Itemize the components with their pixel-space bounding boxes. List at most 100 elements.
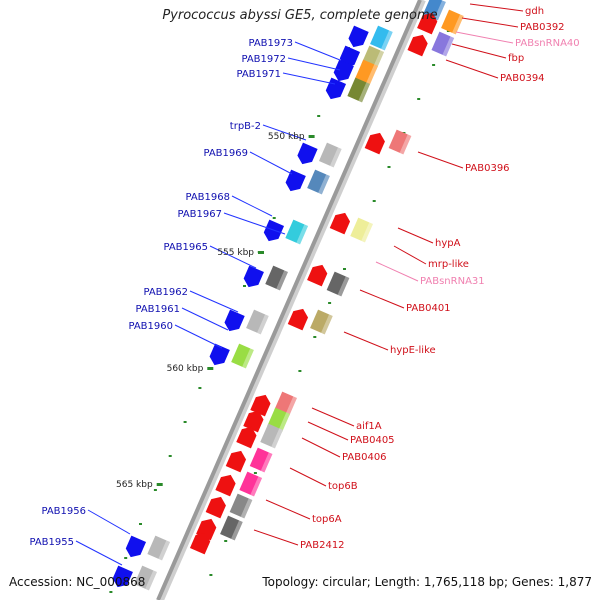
gene-minus-22-shape	[239, 471, 263, 497]
gene-minus-18-shape	[260, 423, 283, 449]
gene-label-pab1961: PAB1961	[135, 304, 180, 315]
gene-minus-17-shape	[236, 426, 257, 449]
backbone-shadow	[158, 0, 426, 600]
gene-minus-11	[287, 308, 309, 331]
tick-mark	[387, 166, 391, 168]
gene-plus-20	[147, 535, 171, 561]
gene-plus-16-shape	[246, 309, 269, 335]
gene-label-pab0392: PAB0392	[520, 22, 565, 33]
gene-minus-15	[243, 410, 264, 433]
gene-plus-10-highlight	[318, 174, 330, 195]
leader-line	[301, 437, 341, 458]
gene-plus-3	[339, 45, 361, 68]
leader-line	[262, 124, 307, 141]
leader-line	[223, 212, 286, 235]
leader-line	[469, 3, 524, 12]
gene-label-pab2412: PAB2412	[300, 540, 345, 551]
leader-line	[375, 261, 419, 282]
gene-minus-12-shape	[310, 309, 333, 335]
gene-minus-19	[225, 450, 247, 473]
gene-label-pab1956: PAB1956	[41, 506, 86, 517]
tick-mark	[343, 268, 346, 270]
genome-backbone	[156, 0, 422, 600]
gene-plus-0-highlight	[381, 30, 393, 51]
gene-plus-14-shape	[265, 265, 288, 291]
tick-mark	[124, 557, 128, 559]
gene-plus-22-highlight	[145, 570, 157, 591]
leader-line	[359, 289, 405, 309]
topology-summary: Topology: circular; Length: 1,765,118 bp…	[262, 575, 592, 589]
tick-mark	[183, 421, 187, 423]
gene-plus-16	[246, 309, 269, 335]
leader-line	[307, 421, 349, 441]
gene-label-pab1965: PAB1965	[163, 242, 208, 253]
gene-plus-20-highlight	[158, 540, 171, 561]
gene-plus-11	[285, 169, 306, 192]
gene-minus-12-highlight	[321, 314, 333, 335]
gene-plus-21-shape	[125, 535, 147, 558]
gene-label-pab1960: PAB1960	[128, 321, 173, 332]
gene-minus-26	[220, 515, 243, 541]
gene-plus-4-shape	[355, 59, 378, 85]
gene-minus-8	[350, 217, 373, 243]
genome-title: Pyrococcus abyssi GE5, complete genome	[162, 8, 438, 23]
gene-minus-18-highlight	[271, 428, 283, 449]
gene-plus-3-shape	[339, 45, 361, 68]
gene-minus-4-highlight	[442, 36, 455, 57]
tick-mark	[198, 387, 202, 389]
gene-plus-4	[355, 59, 378, 85]
gene-minus-1-shape	[417, 12, 438, 35]
tick-mark	[224, 540, 228, 542]
leader-line	[265, 499, 311, 520]
gene-label-aif1a: aif1A	[356, 421, 382, 432]
gene-plus-8-shape	[318, 142, 342, 168]
gene-plus-4-highlight	[366, 64, 378, 85]
gene-label-gdh: gdh	[525, 6, 544, 17]
leader-line	[287, 57, 341, 71]
gene-minus-1	[417, 12, 438, 35]
gene-minus-16-highlight	[278, 412, 290, 433]
leader-line	[393, 245, 427, 265]
gene-minus-9-shape	[307, 264, 328, 287]
gene-label-pab0405: PAB0405	[350, 435, 395, 446]
leader-line	[311, 407, 355, 427]
tick-mark	[372, 200, 376, 202]
gene-plus-17	[224, 309, 245, 332]
gene-minus-7-shape	[329, 212, 351, 235]
gene-plus-18-shape	[231, 343, 254, 369]
gene-plus-20-shape	[147, 535, 171, 561]
gene-minus-26-highlight	[231, 520, 243, 541]
gene-minus-10-highlight	[337, 276, 350, 297]
gene-label-pab0396: PAB0396	[465, 163, 510, 174]
gene-minus-11-shape	[287, 308, 309, 331]
gene-minus-21-shape	[215, 474, 236, 497]
leader-line	[282, 72, 336, 85]
tick-mark	[139, 523, 142, 525]
gene-plus-19	[209, 343, 230, 366]
gene-plus-7-shape	[325, 77, 347, 100]
gene-plus-14-highlight	[276, 270, 288, 291]
gene-label-pab0406: PAB0406	[342, 452, 387, 463]
tick-mark	[272, 217, 276, 219]
gene-label-pab0401: PAB0401	[406, 303, 451, 314]
gene-label-pab1962: PAB1962	[143, 287, 188, 298]
gene-plus-10-shape	[307, 169, 330, 195]
gene-plus-15	[243, 265, 264, 288]
gene-label-pabsnrna31: PABsnRNA31	[420, 276, 485, 287]
gene-plus-6-highlight	[358, 82, 371, 103]
gene-minus-6-shape	[388, 129, 412, 155]
leader-line	[445, 59, 499, 79]
leader-line	[253, 529, 299, 546]
gene-minus-24-highlight	[240, 498, 253, 519]
gene-plus-10	[307, 169, 330, 195]
gene-minus-10-shape	[326, 271, 350, 297]
gene-minus-19-shape	[225, 450, 247, 473]
gene-minus-10	[326, 271, 350, 297]
gene-plus-0	[370, 25, 393, 51]
leader-line	[461, 17, 519, 28]
gene-label-top6b: top6B	[328, 481, 358, 492]
gene-plus-23	[112, 565, 133, 588]
gene-plus-0-shape	[370, 25, 393, 51]
